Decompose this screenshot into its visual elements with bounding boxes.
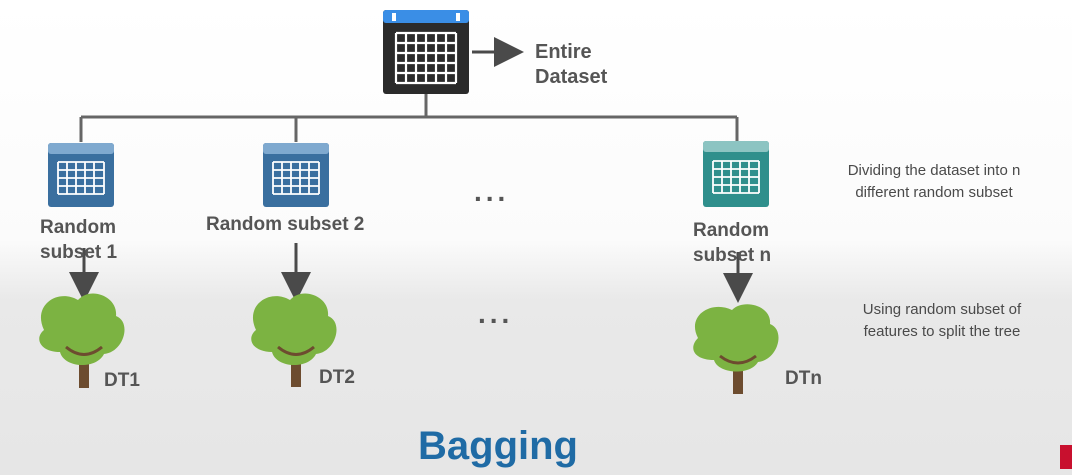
tree-1-icon bbox=[39, 293, 125, 388]
subset-2-label-line1: Random subset 2 bbox=[206, 214, 365, 235]
subset-n-label-line2: subset n bbox=[693, 245, 772, 266]
subset-2-label: Random subset 2 bbox=[206, 212, 364, 237]
tree-n-icon bbox=[693, 304, 779, 394]
subset-n-label-line1: Random bbox=[693, 220, 769, 241]
subset-1-label-line1: Random bbox=[40, 217, 116, 238]
subsets-note-line2: different random subset bbox=[855, 184, 1013, 201]
trees-note-line2: features to split the tree bbox=[863, 323, 1021, 340]
entire-dataset-table-icon bbox=[383, 10, 469, 94]
subsets-note: Dividing the dataset into n different ra… bbox=[828, 160, 1040, 204]
tree-2-label: DT2 bbox=[319, 367, 355, 388]
tree-n-label: DTn bbox=[785, 368, 822, 389]
channel-logo-icon bbox=[1060, 445, 1072, 469]
subset-2-table-icon bbox=[263, 143, 329, 207]
tree-connector bbox=[79, 94, 739, 142]
trees-note-line1: Using random subset of bbox=[862, 301, 1022, 318]
entire-dataset-label-line1: Entire bbox=[535, 41, 592, 63]
subset-1-label: Random subset 1 bbox=[40, 215, 117, 265]
subset-n-label: Random subset n bbox=[693, 218, 771, 268]
page-title: Bagging bbox=[418, 424, 578, 468]
trees-ellipsis: ... bbox=[478, 298, 514, 329]
entire-dataset-label-line2: Dataset bbox=[535, 66, 608, 88]
subsets-ellipsis: ... bbox=[474, 176, 510, 207]
tree-1-label: DT1 bbox=[104, 370, 140, 391]
subset-1-table-icon bbox=[48, 143, 114, 207]
trees-note: Using random subset of features to split… bbox=[836, 299, 1048, 343]
subset-1-label-line2: subset 1 bbox=[40, 242, 118, 263]
entire-dataset-label: Entire Dataset bbox=[535, 40, 607, 90]
subsets-note-line1: Dividing the dataset into n bbox=[847, 162, 1021, 179]
subset-n-table-icon bbox=[703, 141, 769, 207]
tree-2-icon bbox=[251, 293, 337, 387]
